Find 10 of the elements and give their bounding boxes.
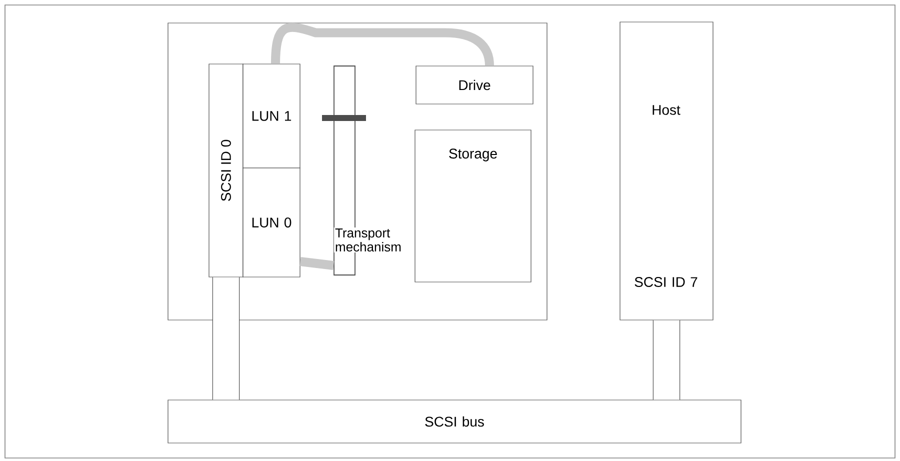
cable	[300, 257, 334, 270]
bus-connector	[212, 277, 240, 400]
drive-box: Drive	[416, 66, 534, 104]
bus-bar: SCSI bus	[168, 400, 742, 444]
lun-box: LUN 0	[242, 168, 300, 278]
storage-box: Storage	[414, 130, 532, 282]
id-bar: SCSI ID 0	[208, 64, 244, 278]
host-box: Host SCSI ID 7	[620, 22, 714, 320]
bus-connector	[652, 320, 680, 400]
lun-box: LUN 1	[242, 64, 300, 168]
